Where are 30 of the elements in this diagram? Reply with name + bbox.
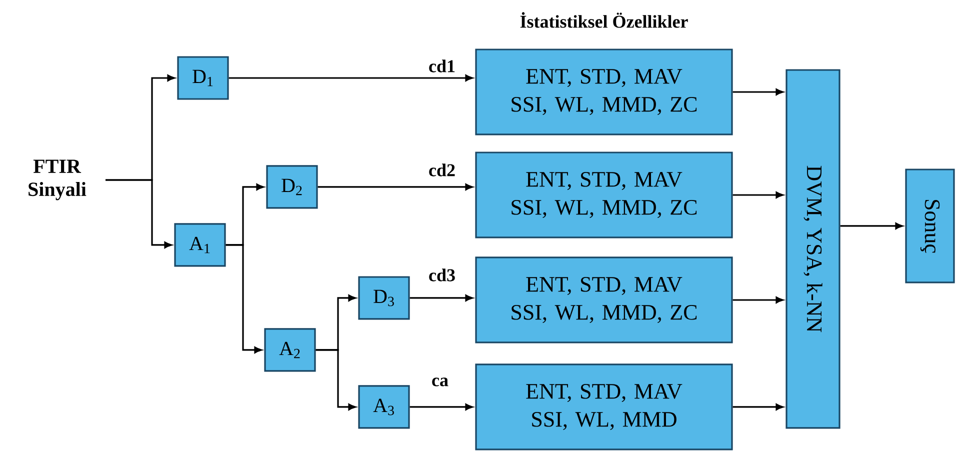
heading: İstatistiksel Özellikler (520, 12, 688, 28)
arrow (228, 74, 473, 82)
arrow (106, 179, 172, 248)
edge-label: cd1 (428, 58, 456, 74)
filter-box: D$_{1}$ (177, 56, 229, 100)
filter-box: A$_{3}$ (358, 385, 410, 429)
edge-label: cd2 (428, 162, 456, 178)
feature-box: ENT, STD, MAV SSI, WL, MMD, ZC (475, 152, 733, 238)
edge-label: cd3 (428, 268, 456, 282)
feature-box: ENT, STD, MAV SSI, WL, MMD, ZC (475, 256, 733, 344)
result-box: Sonuç (905, 168, 955, 284)
arrow (316, 349, 356, 410)
edge-label: ca (430, 376, 450, 388)
filter-box: D$_{2}$ (266, 165, 318, 209)
arrow (226, 244, 262, 354)
filter-box: A$_{2}$ (264, 328, 316, 372)
arrow (732, 404, 784, 410)
arrow (410, 294, 473, 302)
arrow (840, 222, 903, 230)
arrow (410, 404, 473, 410)
arrow (318, 184, 473, 190)
feature-box: ENT, STD, MAV SSI, WL, MMD (475, 364, 733, 450)
arrow (732, 296, 784, 304)
filter-box: D$_{3}$ (358, 276, 410, 320)
filter-box: A$_{1}$ (174, 223, 226, 267)
input-label: FTIR Sinyali (28, 160, 86, 200)
arrow (732, 192, 784, 198)
arrow (732, 88, 784, 96)
feature-box: ENT, STD, MAV SSI, WL, MMD, ZC (475, 48, 733, 136)
classifier-box: DVM, YSA, k-NN (786, 69, 840, 429)
